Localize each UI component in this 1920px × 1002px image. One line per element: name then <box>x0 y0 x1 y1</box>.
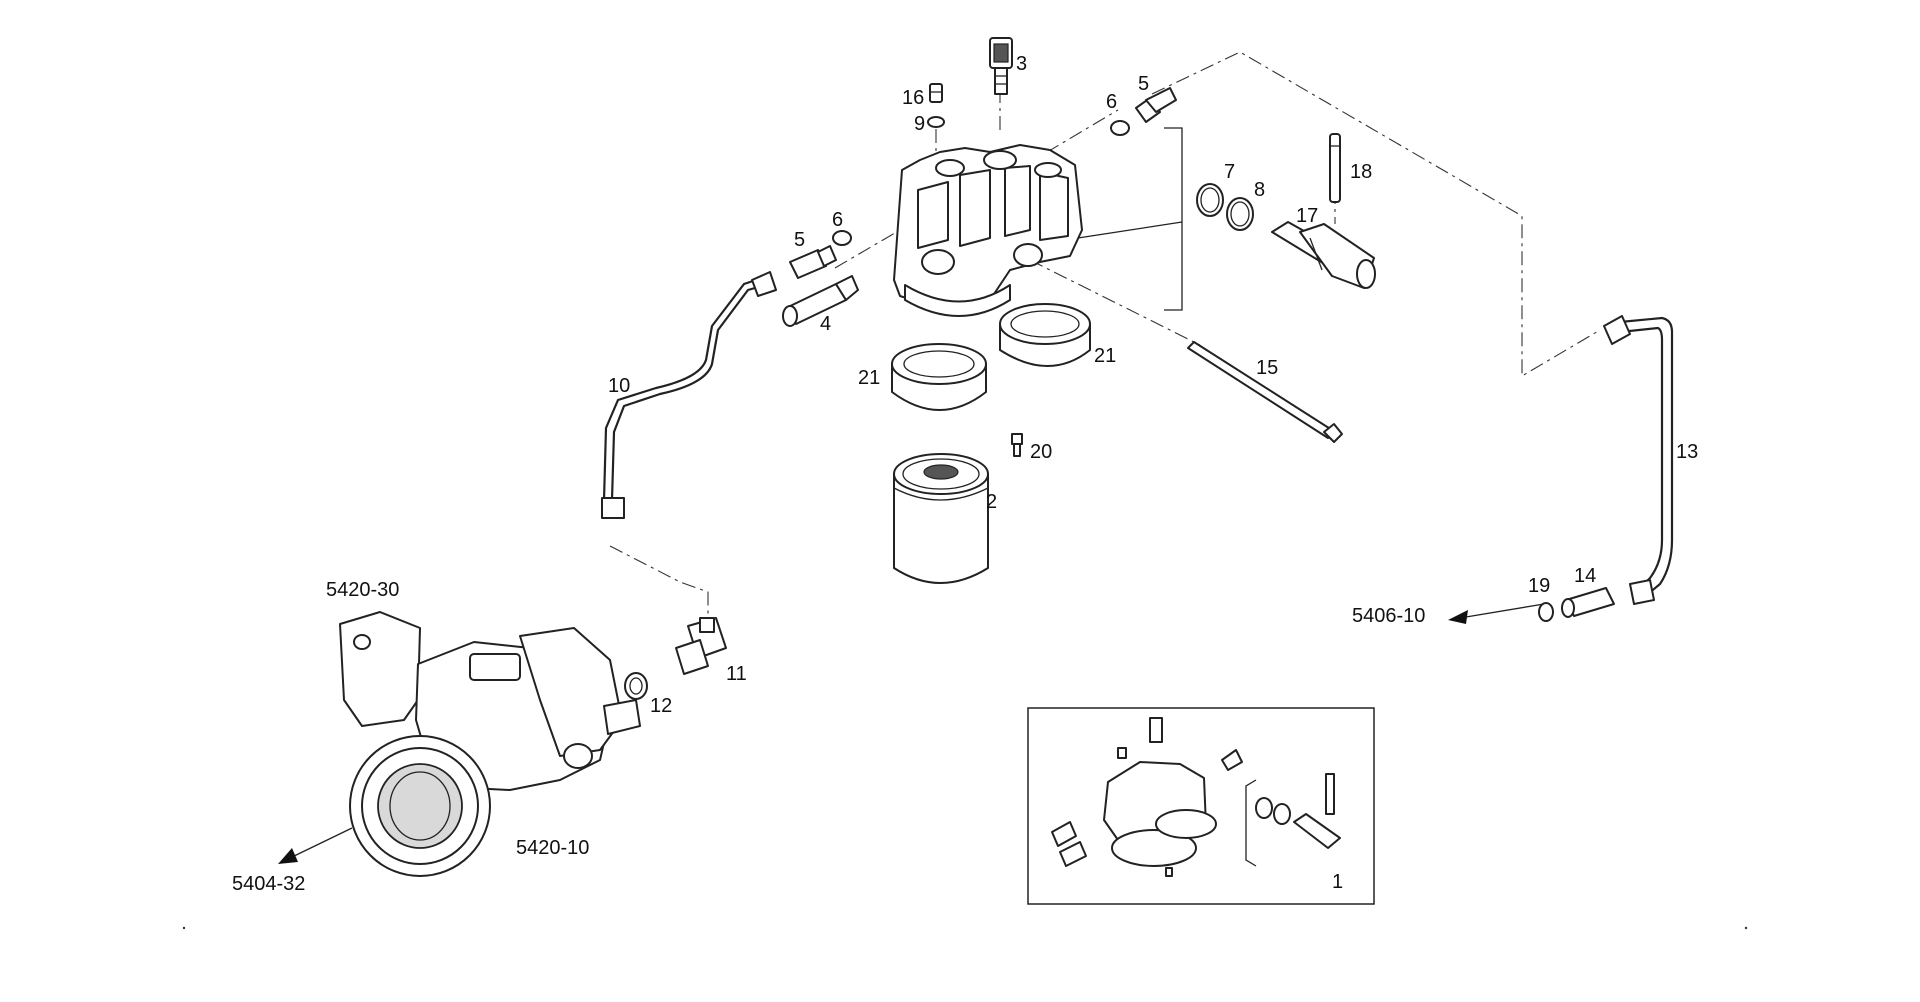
label-part-18: 18 <box>1350 161 1372 183</box>
part-15-bolt <box>1187 341 1343 443</box>
label-part-19: 19 <box>1528 575 1550 597</box>
label-part-21: 21 <box>858 367 880 389</box>
label-part-10: 10 <box>608 375 630 397</box>
connection-lines <box>609 51 1601 626</box>
label-part-3: 3 <box>1016 53 1027 75</box>
label-part-15: 15 <box>1256 357 1278 379</box>
label-part-5: 5 <box>1138 73 1149 95</box>
reference-5420-10: 5420-10 <box>516 837 589 859</box>
part-4-fitting <box>782 275 859 327</box>
label-part-9: 9 <box>914 113 925 135</box>
label-part-20: 20 <box>1030 441 1052 463</box>
label-part-5: 5 <box>794 229 805 251</box>
part-20-screw <box>1011 433 1023 457</box>
label-part-6: 6 <box>832 209 843 231</box>
reference-5406-10: 5406-10 <box>1352 605 1425 627</box>
part-12-washer <box>624 672 648 700</box>
part-5-fitting-left <box>789 245 837 279</box>
label-part-14: 14 <box>1574 565 1596 587</box>
part-10-pipe <box>601 271 777 519</box>
part-group-bracket <box>1077 127 1183 311</box>
part-21-seal-right <box>999 303 1091 367</box>
label-part-16: 16 <box>902 87 924 109</box>
part-5-fitting-upper <box>1135 87 1177 123</box>
arrow-to-5404-32 <box>278 827 353 864</box>
part-8-o-ring <box>1226 197 1254 231</box>
part-16-plug <box>929 83 943 103</box>
reference-5420-30: 5420-30 <box>326 579 399 601</box>
part-9-washer <box>927 116 945 128</box>
arrow-to-5406-10 <box>1448 603 1545 624</box>
part-7-o-ring <box>1196 183 1224 217</box>
part-18-pin <box>1329 133 1341 203</box>
part-6-washer-upper <box>1110 120 1130 136</box>
part-6-washer-left <box>832 230 852 246</box>
label-part-7: 7 <box>1224 161 1235 183</box>
inset-assembly-box <box>1027 707 1375 905</box>
part-2-filter-cartridge <box>893 453 989 584</box>
label-part-1: 1 <box>1332 871 1343 893</box>
part-13-pipe <box>1603 315 1674 605</box>
part-19-washer <box>1538 602 1554 622</box>
part-21-seal-left <box>891 343 987 411</box>
label-part-12: 12 <box>650 695 672 717</box>
reference-5404-32: 5404-32 <box>232 873 305 895</box>
filter-head-housing <box>893 144 1083 317</box>
label-part-6: 6 <box>1106 91 1117 113</box>
pump-assembly <box>339 611 641 877</box>
part-labels: 3 16 9 6 5 7 8 18 17 6 5 4 21 21 15 10 2… <box>232 53 1698 895</box>
label-part-13: 13 <box>1676 441 1698 463</box>
label-part-4: 4 <box>820 313 831 335</box>
label-part-11: 11 <box>726 663 747 685</box>
part-17-valve <box>1271 221 1376 289</box>
corner-marks <box>182 926 1748 930</box>
label-part-21: 21 <box>1094 345 1116 367</box>
part-11-elbow-fitting <box>675 617 727 675</box>
part-3-sensor <box>989 37 1013 95</box>
label-part-8: 8 <box>1254 179 1265 201</box>
label-part-17: 17 <box>1296 205 1318 227</box>
part-14-fitting <box>1561 587 1615 618</box>
label-part-2: 2 <box>986 491 997 513</box>
